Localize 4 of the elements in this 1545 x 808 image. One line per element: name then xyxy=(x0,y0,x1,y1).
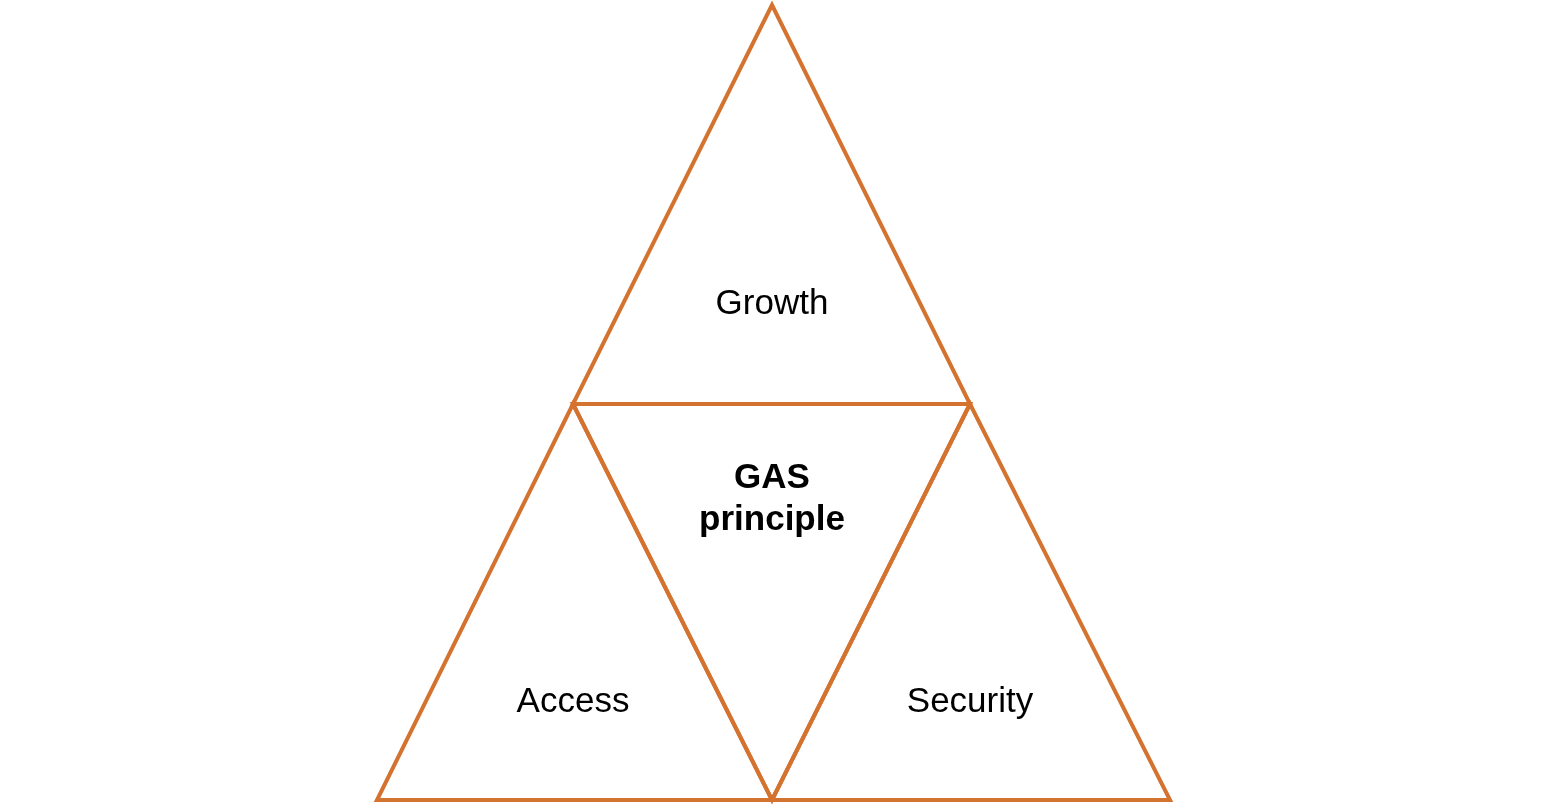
triangle-label: GAS principle xyxy=(698,455,846,539)
triangle-label: Access xyxy=(516,679,630,721)
triangle-label: Security xyxy=(906,679,1034,721)
triangle-label: Growth xyxy=(715,281,829,323)
